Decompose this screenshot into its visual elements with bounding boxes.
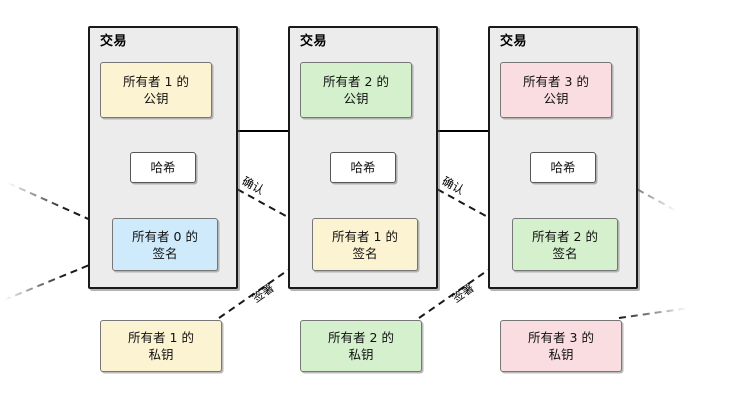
signature-box-1[interactable]: 所有者 0 的 签名 (112, 218, 218, 271)
transaction-header-3: 交易 (500, 34, 528, 49)
signature-box-3[interactable]: 所有者 2 的 签名 (512, 218, 618, 271)
public-key-box-3[interactable]: 所有者 3 的 公钥 (500, 62, 612, 118)
hash-box-2[interactable]: 哈希 (330, 152, 396, 183)
private-key-box-2[interactable]: 所有者 2 的 私钥 (300, 320, 422, 372)
signature-box-2[interactable]: 所有者 1 的 签名 (312, 218, 418, 271)
private-key-box-1[interactable]: 所有者 1 的 私钥 (100, 320, 222, 372)
hash-box-3[interactable]: 哈希 (530, 152, 596, 183)
transaction-header-1: 交易 (100, 34, 128, 49)
private-key-box-3[interactable]: 所有者 3 的 私钥 (500, 320, 622, 372)
transaction-header-2: 交易 (300, 34, 328, 49)
sign-edge-incoming (3, 257, 106, 301)
hash-box-1[interactable]: 哈希 (130, 152, 196, 183)
public-key-box-2[interactable]: 所有者 2 的 公钥 (300, 62, 412, 118)
public-key-box-1[interactable]: 所有者 1 的 公钥 (100, 62, 212, 118)
sign-edge-pk3-outgoing (618, 304, 711, 319)
